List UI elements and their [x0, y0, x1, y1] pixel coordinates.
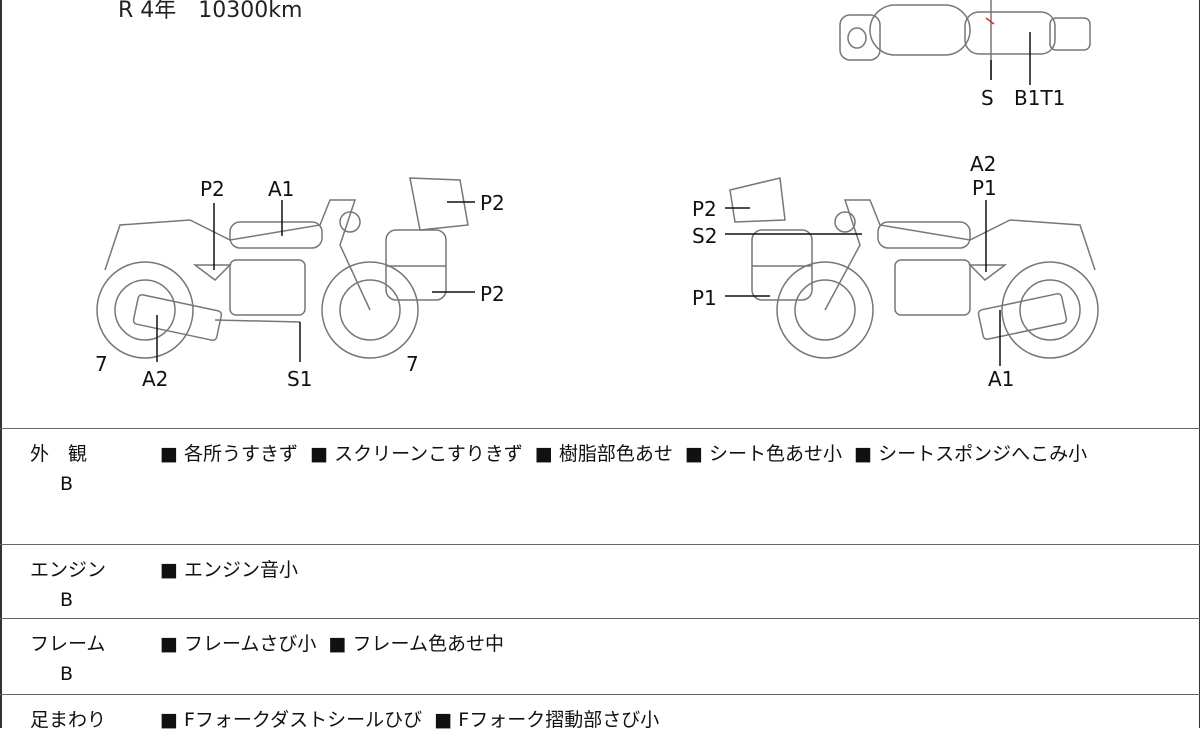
diagram-label: P2	[480, 191, 505, 215]
diagram-label: P1	[692, 286, 717, 310]
diagram-label: 7	[95, 352, 108, 376]
section-suspension: 足まわり ■ Fフォークダストシールひび ■ Fフォーク摺動部さび小	[0, 694, 1200, 735]
section-name: 外 観	[30, 443, 88, 465]
section-name: フレーム	[30, 633, 106, 655]
section-exterior: 外 観 B ■ 各所うすきず ■ スクリーンこすりきず ■ 樹脂部色あせ ■ シ…	[0, 428, 1200, 545]
right-side-motorcycle	[725, 177, 1099, 366]
section-items: ■ フレームさび小 ■ フレーム色あせ中	[160, 633, 504, 655]
diagram-label: S1	[287, 367, 313, 391]
diagram-label: B1T1	[1014, 86, 1066, 110]
diagram-label: P2	[480, 282, 505, 306]
diagram-label: A2	[142, 367, 169, 391]
diagram-label: S2	[692, 224, 718, 248]
section-name: 足まわり	[30, 709, 107, 731]
vehicle-info: R 4年 10300km	[118, 0, 303, 23]
left-side-motorcycle	[96, 177, 475, 362]
section-items: ■ エンジン音小	[160, 559, 299, 581]
section-items: ■ 各所うすきず ■ スクリーンこすりきず ■ 樹脂部色あせ ■ シート色あせ小…	[160, 443, 1088, 465]
diagram-label: S	[981, 86, 994, 110]
diagram-label: A1	[268, 177, 295, 201]
section-grade: B	[60, 473, 74, 495]
section-items: ■ Fフォークダストシールひび ■ Fフォーク摺動部さび小	[160, 709, 660, 731]
section-name: エンジン	[30, 559, 107, 581]
top-view-motorcycle	[839, 0, 1091, 85]
diagram-label: P2	[692, 197, 717, 221]
diagram-label: P2	[200, 177, 225, 201]
diagram-label: P1	[972, 176, 997, 200]
section-frame: フレーム B ■ フレームさび小 ■ フレーム色あせ中	[0, 618, 1200, 695]
diagram-label: A2	[970, 152, 997, 176]
motorcycle-diagrams	[96, 0, 1099, 366]
section-engine: エンジン B ■ エンジン音小	[0, 544, 1200, 619]
section-grade: B	[60, 663, 74, 685]
diagram-label: 7	[406, 352, 419, 376]
section-grade: B	[60, 589, 74, 611]
diagram-label: A1	[988, 367, 1015, 391]
